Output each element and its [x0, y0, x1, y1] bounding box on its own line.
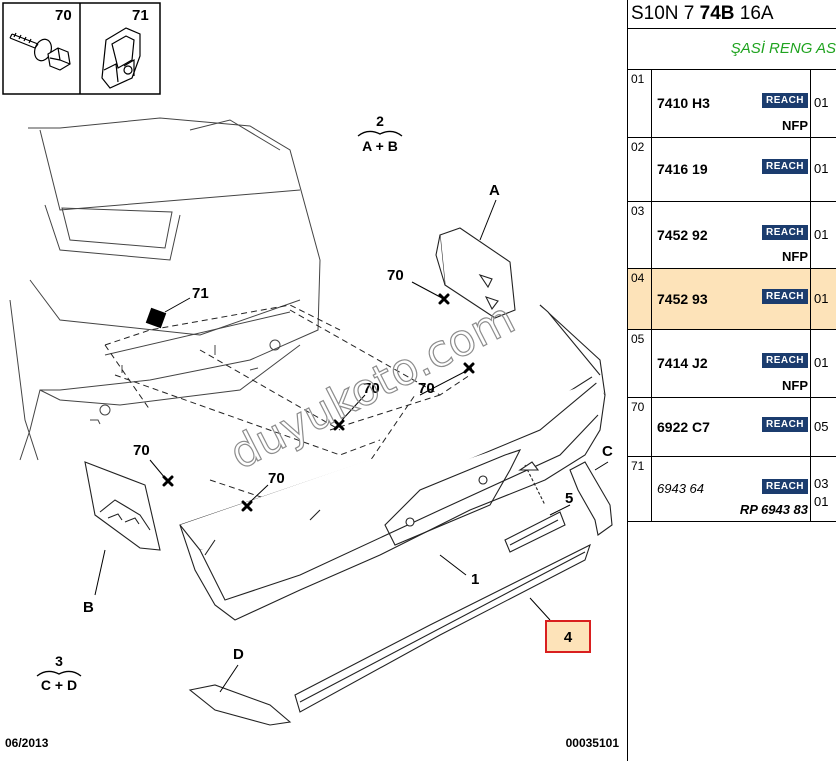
group-3: 3 C + D [36, 653, 82, 693]
bumper [179, 304, 606, 621]
leader-lines [94, 199, 609, 693]
qty-divider [810, 138, 811, 201]
part-note: NFP [782, 378, 808, 393]
qty-divider [810, 269, 811, 329]
part-code: 6922 C7 [657, 419, 710, 435]
bracket-b [84, 461, 161, 551]
callout-4: 4 [564, 629, 573, 646]
part-index: 71 [628, 457, 652, 521]
panel-header: S10N 7 74B 16A [628, 0, 836, 29]
reach-badge: REACH [762, 479, 808, 494]
diagram-ref: 00035101 [566, 736, 620, 750]
callout-71: 71 [192, 285, 209, 302]
reach-badge: REACH [762, 417, 808, 432]
assembly-lines [104, 304, 471, 521]
parts-diagram: 70 71 [2, 2, 620, 750]
part-qty: 01 [814, 291, 829, 306]
part-index: 02 [628, 138, 652, 201]
part-qty: 03 [814, 476, 829, 491]
part-code: 7452 92 [657, 227, 708, 243]
group-2: 2 A + B [357, 113, 403, 154]
svg-text:3: 3 [55, 653, 63, 669]
reach-badge: REACH [762, 289, 808, 304]
qty-divider [810, 457, 811, 521]
part-row-02[interactable]: 02 7416 19 REACH 01 [628, 138, 836, 202]
bracket-a [435, 227, 516, 319]
part-qty: 01 [814, 355, 829, 370]
part-row-70[interactable]: 70 6922 C7 REACH 05 [628, 398, 836, 457]
part-index: 70 [628, 398, 652, 456]
part-qty-2: 01 [814, 494, 829, 509]
panel-subheader: ŞASİ RENG AS [628, 29, 836, 70]
callout-5: 5 [565, 490, 573, 507]
part-code: 6943 64 [657, 481, 704, 496]
screw-markers [162, 293, 475, 512]
part-qty: 01 [814, 161, 829, 176]
exploded-view: 70 71 [2, 2, 620, 750]
qty-divider [810, 398, 811, 456]
part-qty: 01 [814, 227, 829, 242]
callout-70a: 70 [387, 267, 404, 284]
part-code: 7410 H3 [657, 95, 710, 111]
callout-70b: 70 [363, 380, 380, 397]
part-note: NFP [782, 118, 808, 133]
callout-c: C [602, 443, 613, 460]
callout-b: B [83, 599, 94, 616]
part-code: 7414 J2 [657, 355, 708, 371]
clip-icon [101, 27, 141, 89]
callout-70e: 70 [268, 470, 285, 487]
part-index: 03 [628, 202, 652, 268]
svg-text:C + D: C + D [41, 677, 77, 693]
qty-divider [810, 70, 811, 137]
callout-4-box[interactable]: 4 [545, 620, 591, 653]
inset-label-70: 70 [55, 7, 72, 24]
reach-badge: REACH [762, 93, 808, 108]
part-note: RP 6943 83 [739, 502, 808, 517]
part-row-71[interactable]: 71 6943 64 REACH 03 01 RP 6943 83 [628, 457, 836, 522]
reach-badge: REACH [762, 225, 808, 240]
callouts: 70 70 70 70 70 71 A B C D 1 5 [83, 182, 613, 663]
callout-70d: 70 [133, 442, 150, 459]
bolt-icon [9, 32, 71, 71]
part-index: 04 [628, 269, 652, 329]
car-body [9, 117, 321, 461]
callout-1: 1 [471, 571, 479, 588]
part-row-04[interactable]: 04 7452 93 REACH 01 [628, 269, 836, 330]
callout-70c: 70 [418, 380, 435, 397]
part-code: 7452 93 [657, 291, 708, 307]
callout-d: D [233, 646, 244, 663]
part-qty: 01 [814, 95, 829, 110]
part-index: 05 [628, 330, 652, 397]
svg-text:A + B: A + B [362, 138, 398, 154]
part-index: 01 [628, 70, 652, 137]
reach-badge: REACH [762, 159, 808, 174]
qty-divider [810, 330, 811, 397]
svg-text:2: 2 [376, 113, 384, 129]
part-code: 7416 19 [657, 161, 708, 177]
part-qty: 05 [814, 419, 829, 434]
inset-label-71: 71 [132, 7, 149, 24]
trim-strip [294, 543, 591, 713]
corner-pieces [188, 461, 613, 726]
part-note: NFP [782, 249, 808, 264]
qty-divider [810, 202, 811, 268]
inset-boxes: 70 71 [2, 2, 161, 95]
callout-a: A [489, 182, 500, 199]
parts-panel: S10N 7 74B 16A ŞASİ RENG AS 01 7410 H3 REA… [627, 0, 836, 761]
lamp-part [504, 461, 566, 553]
diagram-date: 06/2013 [5, 736, 49, 750]
clip-marker [145, 297, 191, 329]
reach-badge: REACH [762, 353, 808, 368]
